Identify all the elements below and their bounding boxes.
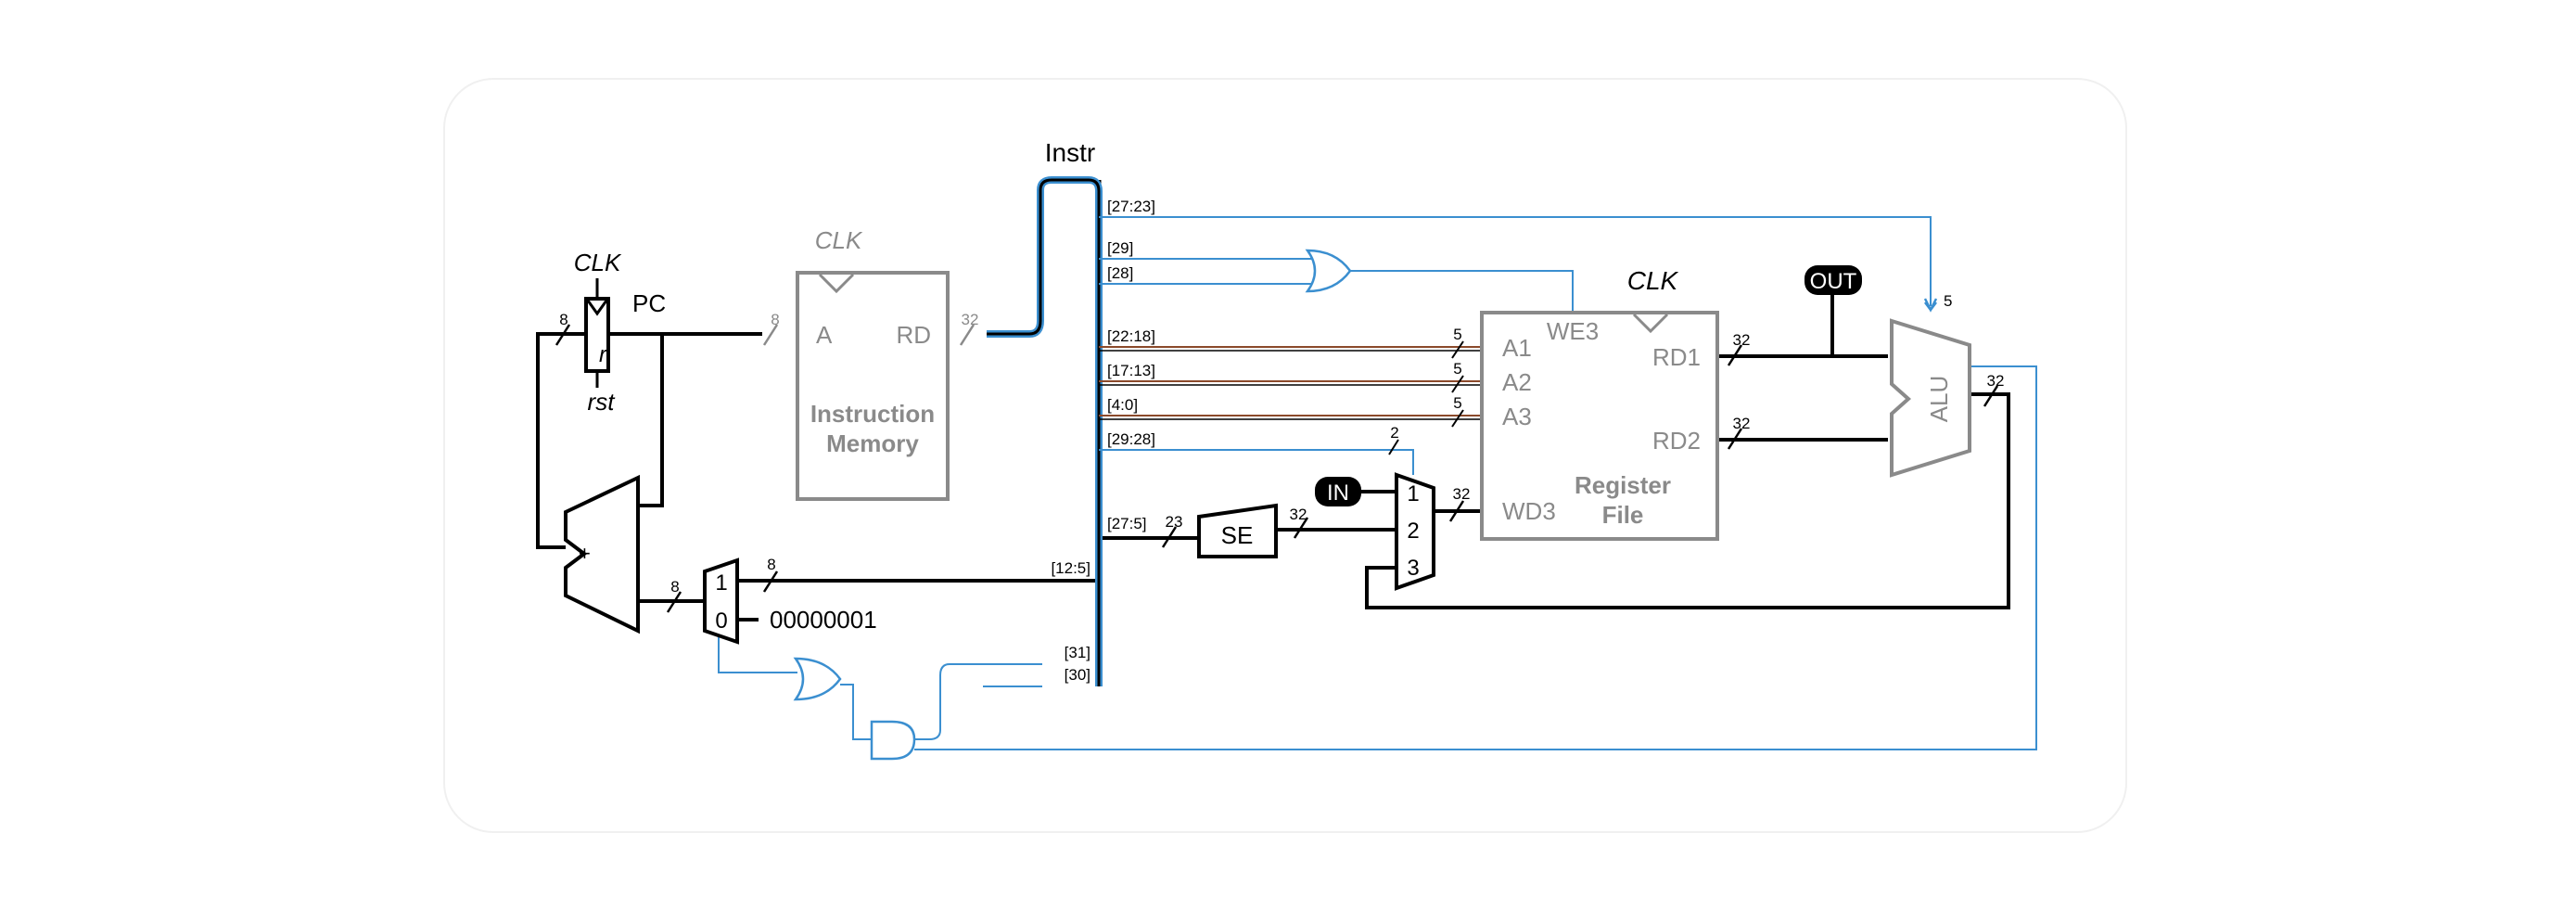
bits-30: [30] xyxy=(1065,666,1090,684)
register-address-wires xyxy=(1099,346,1482,416)
pc-in-width: 8 xyxy=(559,311,567,328)
bits-29-28: [29:28] xyxy=(1107,430,1155,448)
se-in-width: 23 xyxy=(1166,513,1183,531)
bits-29: [29] xyxy=(1107,239,1133,257)
alu: ALU 5 32 xyxy=(1890,292,2005,478)
regfile-rd2: RD2 xyxy=(1652,427,1701,455)
pc-register: CLK r rst PC 8 8 xyxy=(555,249,780,416)
wd-mux-in3: 3 xyxy=(1407,556,1419,581)
pc-mux-in1: 1 xyxy=(715,570,727,596)
rd1-width: 32 xyxy=(1733,331,1751,349)
in-port: IN xyxy=(1315,477,1361,506)
imem-port-a: A xyxy=(816,321,833,349)
pc-clk-label: CLK xyxy=(574,249,622,276)
regfile-a1: A1 xyxy=(1502,334,1532,362)
bits-12-5: [12:5] xyxy=(1051,559,1090,577)
imem-a-width: 8 xyxy=(771,311,779,328)
alu-out-width: 32 xyxy=(1987,372,2005,390)
a2-width: 5 xyxy=(1453,360,1461,378)
regfile-wd3: WD3 xyxy=(1502,497,1556,525)
regfile-a3: A3 xyxy=(1502,403,1532,430)
adder-symbol: + xyxy=(579,542,591,565)
regfile-rd1: RD1 xyxy=(1652,343,1701,371)
regfile-we3: WE3 xyxy=(1547,317,1599,345)
register-file: CLK WE3 A1 A2 A3 WD3 RD1 RD2 Register Fi… xyxy=(1480,266,1751,541)
pc-adder: + 8 xyxy=(564,474,682,634)
or-gate-branch xyxy=(793,657,842,701)
regfile-clk-label: CLK xyxy=(1627,266,1679,295)
instr-bus xyxy=(987,176,1103,686)
imem-title-2: Memory xyxy=(826,429,919,457)
regfile-title-2: File xyxy=(1602,501,1644,529)
adder-out-width: 8 xyxy=(670,578,679,596)
alu-label: ALU xyxy=(1925,376,1953,423)
bits-17-13: [17:13] xyxy=(1107,362,1155,379)
alu-ctrl-width: 5 xyxy=(1944,292,1952,310)
imem-port-rd: RD xyxy=(896,321,931,349)
imem-clk-label: CLK xyxy=(815,226,863,254)
pc-reset-pin: r xyxy=(599,342,607,367)
address-width-marks: 5 5 5 xyxy=(1451,326,1464,428)
control-wires xyxy=(718,216,2037,750)
regfile-a2: A2 xyxy=(1502,368,1532,396)
pc-label: PC xyxy=(632,289,666,317)
bits-28: [28] xyxy=(1107,264,1133,282)
bits-31: [31] xyxy=(1065,644,1090,661)
imem-title-1: Instruction xyxy=(810,400,935,428)
a1-width: 5 xyxy=(1453,326,1461,343)
wd-mux-sel-width: 2 xyxy=(1390,424,1398,442)
pc-rst-label: rst xyxy=(588,388,617,416)
bits-4-0: [4:0] xyxy=(1107,396,1138,414)
wd-mux-in1: 1 xyxy=(1407,481,1419,506)
out-port: OUT xyxy=(1804,265,1862,295)
rd2-width: 32 xyxy=(1733,415,1751,432)
and-gate-branch xyxy=(870,720,916,761)
se-label: SE xyxy=(1221,521,1254,549)
bit-field-labels: [27:23] [29] [28] [22:18] [17:13] [4:0] … xyxy=(1051,198,1155,684)
wd-mux-in2: 2 xyxy=(1407,519,1419,544)
diagram-card xyxy=(443,78,2127,833)
a3-width: 5 xyxy=(1453,394,1461,412)
out-label: OUT xyxy=(1810,269,1857,294)
in-label: IN xyxy=(1327,481,1349,506)
bits-27-5: [27:5] xyxy=(1107,515,1147,532)
wd-mux-out-width: 32 xyxy=(1453,485,1471,503)
pc-mux-in0: 0 xyxy=(715,609,727,634)
instr-label: Instr xyxy=(1045,138,1095,167)
pc-mux-const: 00000001 xyxy=(770,606,877,634)
se-out-width: 32 xyxy=(1290,506,1307,523)
pc-mux: 1 0 00000001 8 xyxy=(703,556,877,645)
wd-mux: 1 2 3 2 32 xyxy=(1388,424,1471,591)
sign-extend: SE 23 32 xyxy=(1161,503,1309,558)
or-gate-we3 xyxy=(1305,249,1352,293)
regfile-title-1: Register xyxy=(1575,471,1671,499)
bits-27-23: [27:23] xyxy=(1107,198,1155,215)
bits-22-18: [22:18] xyxy=(1107,327,1155,345)
alu-control-arrow xyxy=(1923,298,1938,313)
datapath-wires xyxy=(536,180,2010,686)
imem-rd-width: 32 xyxy=(962,311,979,328)
pc-mux-in1-width: 8 xyxy=(767,556,775,573)
instruction-memory: CLK A RD Instruction Memory 32 xyxy=(796,226,979,501)
